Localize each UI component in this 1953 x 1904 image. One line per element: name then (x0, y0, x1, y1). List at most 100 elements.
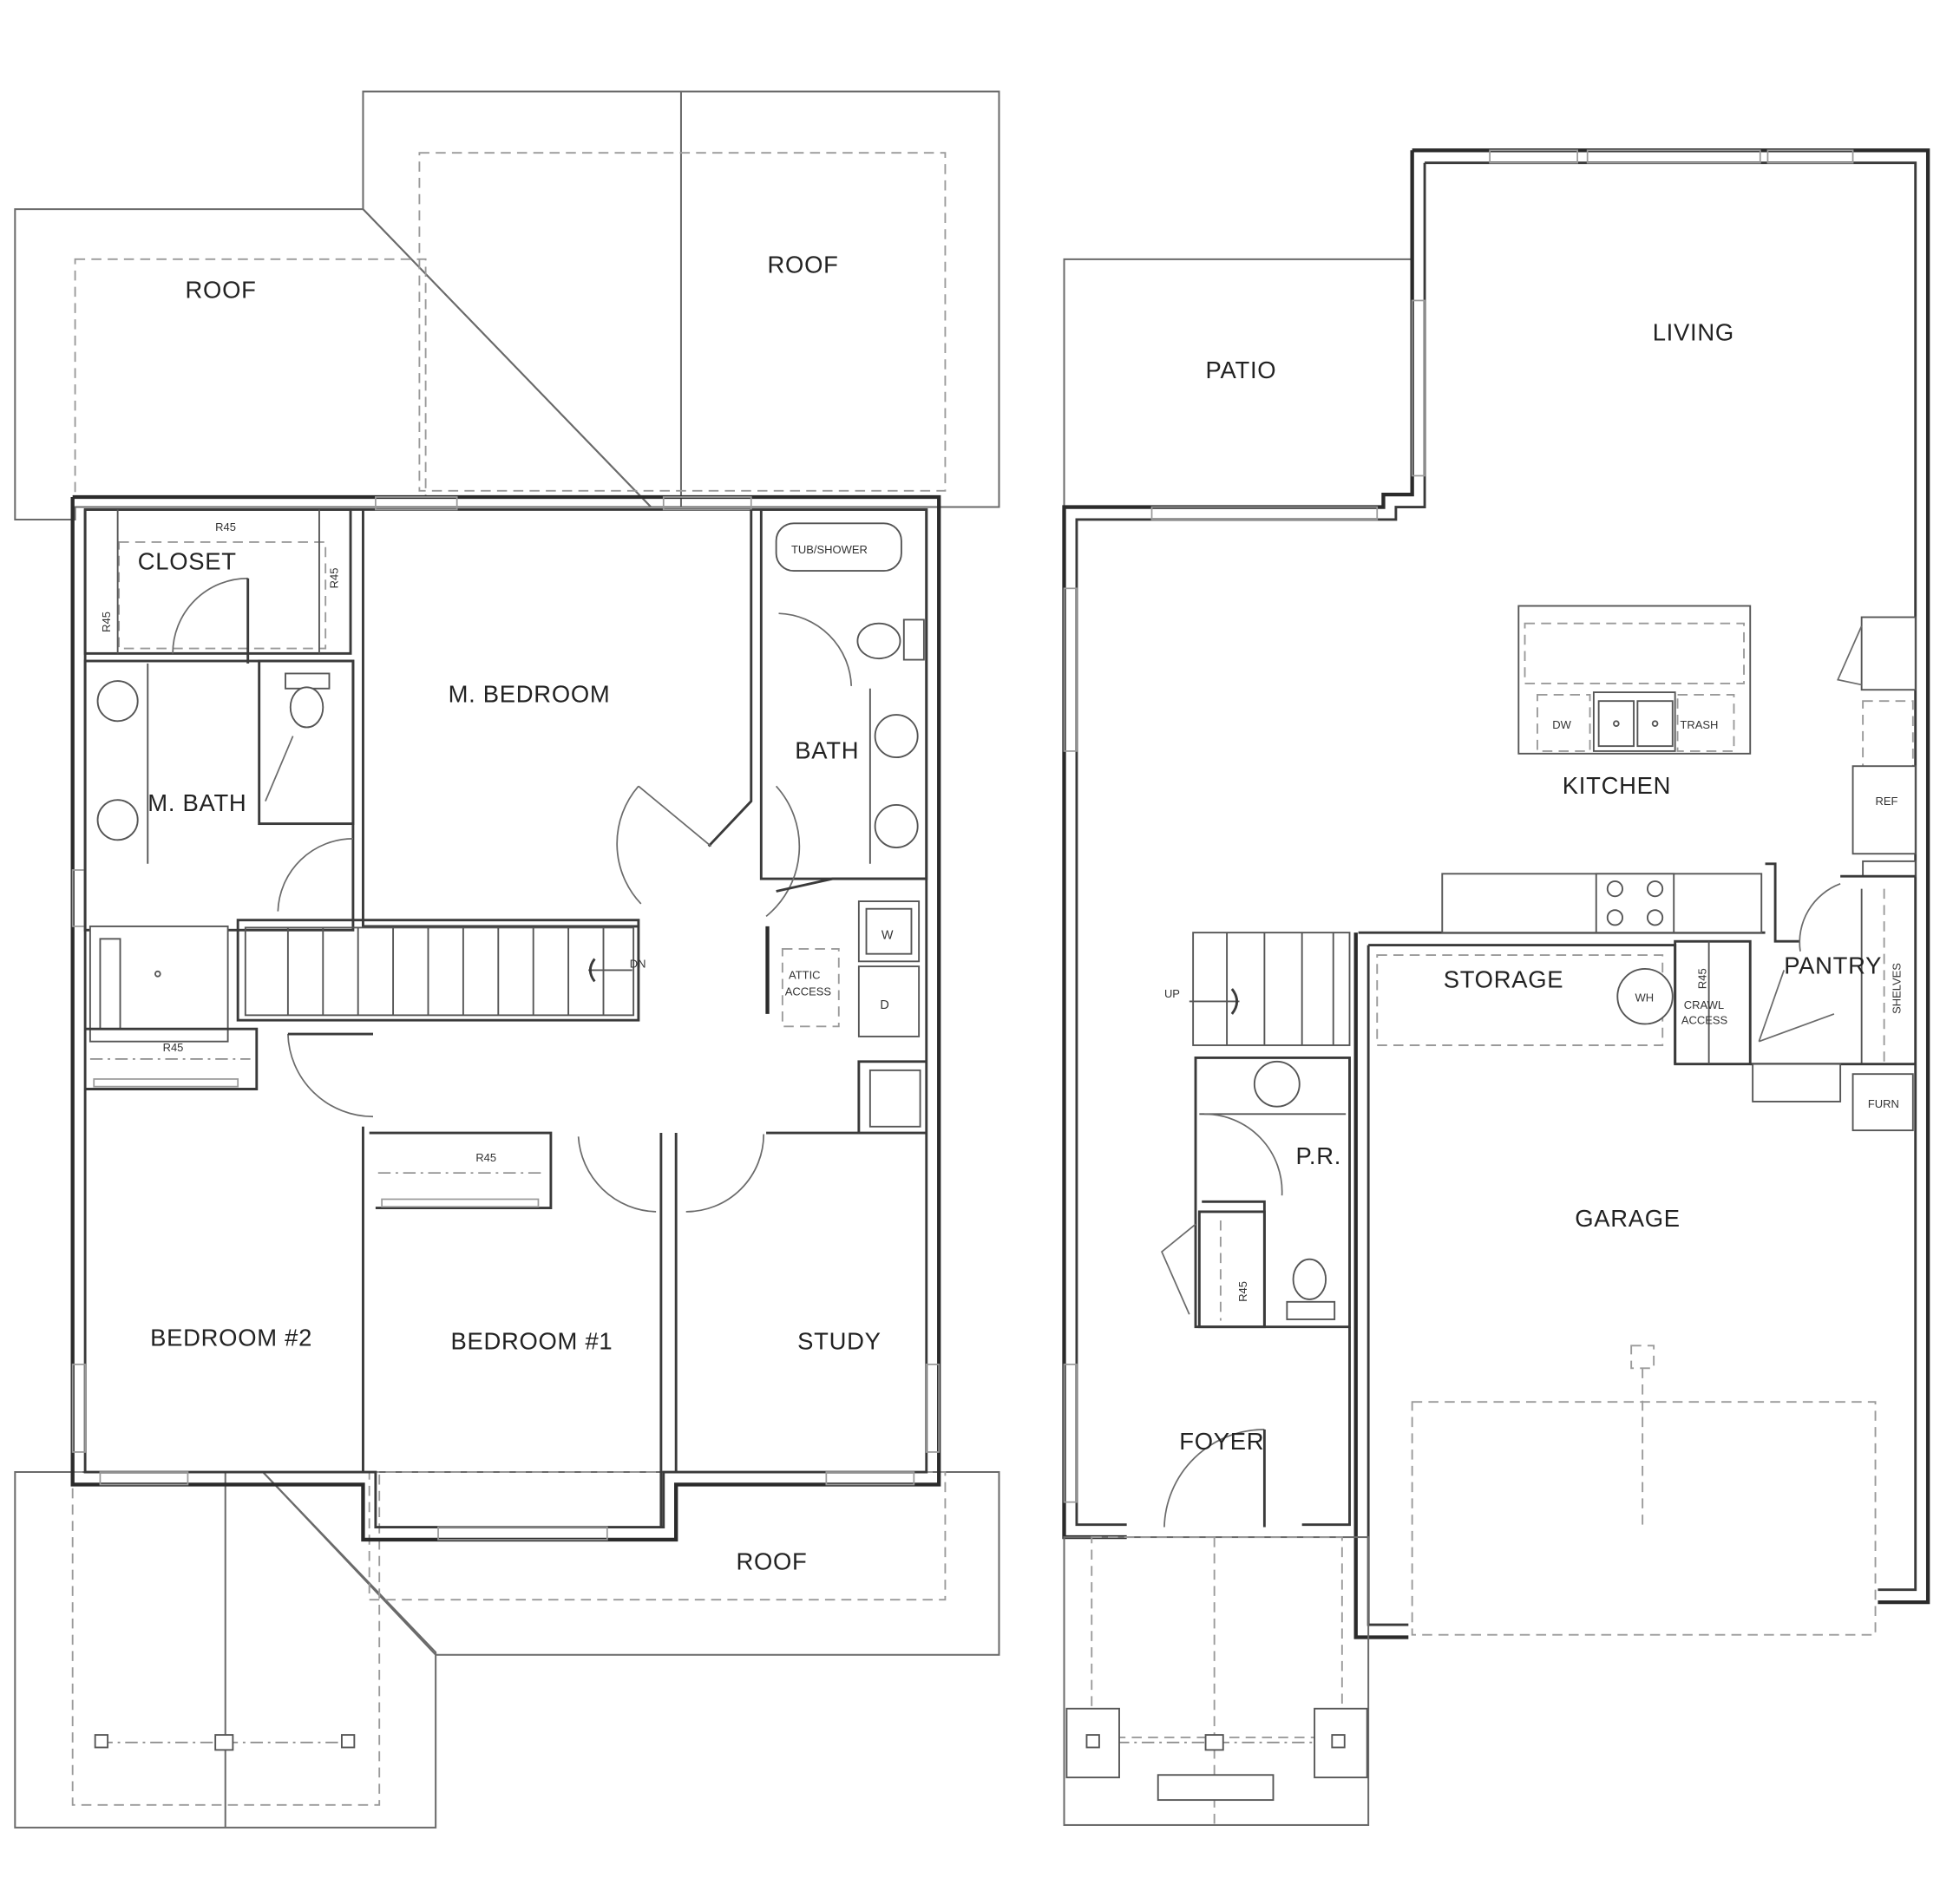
toilet-tank-icon (285, 672, 331, 690)
room-label-foyer: FOYER (1179, 1428, 1264, 1455)
room-label-storage: STORAGE (1444, 966, 1564, 993)
room-label-closet: CLOSET (138, 548, 237, 575)
range-icon (1595, 873, 1675, 934)
bedroom-1-door-swing[interactable] (577, 1136, 657, 1213)
roof-label-south: ROOF (736, 1548, 807, 1575)
bath-door-swing[interactable] (778, 612, 853, 686)
front-step (1157, 1774, 1275, 1802)
coat-closet-shelf-note: R45 (1236, 1281, 1249, 1302)
storage: WH STORAGE (1376, 954, 1674, 1046)
room-label-pantry: PANTRY (1784, 952, 1882, 979)
shower-icon (88, 925, 229, 1043)
master-bedroom-door-swing[interactable] (616, 785, 642, 905)
washer-label: W (881, 928, 894, 942)
master-bath: M. BATH (83, 659, 355, 1043)
furnace-label: FURN (1868, 1097, 1899, 1110)
bedroom-2-door-swing[interactable] (287, 1033, 373, 1118)
stair-direction-dn: DN (630, 958, 646, 971)
crawl-shelf-note: R45 (1696, 968, 1709, 989)
room-label-living: LIVING (1653, 319, 1734, 346)
room-label-bath: BATH (795, 737, 859, 764)
attic-access-hatch[interactable] (781, 947, 840, 1028)
water-heater-label: WH (1635, 991, 1654, 1004)
room-label-study: STUDY (797, 1328, 881, 1355)
bedroom-1-shelf-note: R45 (475, 1151, 496, 1164)
dryer-label: D (880, 998, 888, 1012)
laundry-area: W D ATTIC ACCESS (765, 877, 927, 1135)
powder-room-door-swing[interactable] (1204, 1113, 1283, 1196)
roof-label-north: ROOF (768, 252, 839, 278)
dryer-icon (857, 965, 921, 1037)
dishwasher-label: DW (1552, 718, 1571, 731)
room-label-master-bedroom: M. BEDROOM (449, 681, 611, 708)
bath-hall-door-swing[interactable] (765, 785, 801, 918)
hall-bath: TUB/SHOWER BATH (759, 507, 928, 918)
closet-side-note-right: R45 (328, 568, 341, 589)
front-porch (1063, 1536, 1370, 1826)
tub-shower-label: TUB/SHOWER (791, 543, 868, 556)
pantry-door[interactable] (1758, 970, 1786, 1042)
toilet-icon (289, 686, 324, 729)
tub-icon (775, 522, 902, 573)
toilet-icon (856, 622, 901, 660)
master-closet: R45 CLOSET (83, 507, 352, 664)
closet-side-note-left: R45 (100, 612, 113, 632)
sink-icon (96, 799, 139, 841)
pantry-door-2[interactable] (1759, 1013, 1835, 1043)
refrigerator-label: REF (1876, 795, 1898, 808)
trash-label: TRASH (1680, 718, 1718, 731)
room-label-powder-room: P.R. (1295, 1142, 1341, 1169)
toilet-icon (1292, 1258, 1327, 1300)
room-label-patio: PATIO (1206, 357, 1277, 383)
study: STUDY (674, 1133, 881, 1473)
closet-door-swing[interactable] (172, 577, 248, 654)
toilet-tank-icon (1286, 1300, 1336, 1320)
attic-access-label-1: ATTIC (789, 969, 821, 982)
garage: GARAGE (1353, 932, 1877, 1639)
roof-label-northwest: ROOF (186, 277, 257, 304)
patio: PATIO (1063, 258, 1413, 507)
room-label-master-bath: M. BATH (147, 789, 246, 816)
furnace-icon (1851, 1073, 1914, 1132)
bedroom-1: R45 BEDROOM #1 (369, 1131, 663, 1528)
stair-direction-up: UP (1164, 987, 1180, 1000)
pantry: R45 CRAWL ACCESS SHELVES FURN PANTRY (1674, 862, 1916, 1132)
room-label-garage: GARAGE (1575, 1205, 1681, 1232)
toilet-tank-icon (902, 618, 925, 661)
first-floor-plan: PATIO LIVING DW (1062, 148, 1930, 1826)
kitchen-island: DW TRASH KITCHEN (1517, 605, 1752, 799)
dishwasher-icon (1537, 694, 1591, 752)
second-floor-plan: ROOF ROOF ROOF R45 CLOSET (14, 90, 1000, 1829)
trash-icon (1676, 694, 1735, 752)
room-label-bedroom-2: BEDROOM #2 (150, 1324, 312, 1351)
garage-door-opening[interactable] (1411, 1401, 1877, 1636)
foyer: FOYER (1163, 1326, 1351, 1528)
powder-room: R45 P.R. (1160, 1056, 1351, 1329)
staircase: DN (236, 919, 646, 1022)
shelves-label: SHELVES (1890, 963, 1903, 1014)
crawl-access-label-1: CRAWL (1684, 998, 1724, 1011)
roof-northwest (14, 208, 653, 520)
sink-icon (1253, 1060, 1301, 1108)
sink-icon (874, 804, 919, 848)
sink-icon (874, 714, 919, 759)
refrigerator-icon (1851, 765, 1917, 855)
attic-access-label-2: ACCESS (785, 985, 832, 998)
sink-icon (96, 680, 139, 723)
bedroom-2: R45 BEDROOM #2 (85, 1027, 373, 1473)
roof-north (362, 90, 1000, 508)
kitchen-appliances: REF (1837, 616, 1917, 878)
front-door-swing[interactable] (1163, 1429, 1265, 1528)
roof-south (260, 1471, 1000, 1656)
room-label-bedroom-1: BEDROOM #1 (450, 1328, 613, 1355)
bedroom-2-shelf-note: R45 (163, 1041, 184, 1054)
study-door-swing[interactable] (685, 1134, 765, 1213)
room-label-kitchen: KITCHEN (1563, 772, 1671, 799)
master-bedroom: M. BEDROOM (362, 509, 753, 928)
closet-shelf-note: R45 (215, 520, 236, 533)
coat-closet-door[interactable] (1160, 1223, 1196, 1315)
staircase-up: UP (1164, 932, 1351, 1046)
kitchen-counter (1358, 873, 1766, 934)
master-bath-door-swing[interactable] (277, 838, 353, 912)
